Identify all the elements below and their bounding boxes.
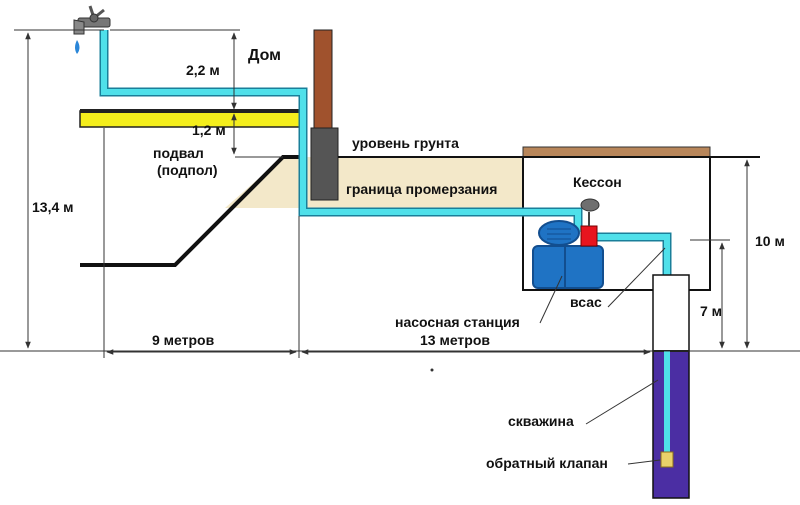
pump-station-label: насосная станция [395,314,520,330]
faucet-icon [73,5,111,54]
pump-icon [532,220,604,289]
caisson-box [522,156,711,291]
dim-2-2-label: 2,2 м [186,62,220,78]
base-marker-dot [430,368,434,372]
well-leader [585,379,659,425]
pressure-gauge-icon [580,198,600,226]
supply-pipe-fill [101,30,581,232]
basement-profile-line [80,155,305,267]
check-valve-leader [627,459,661,465]
check-valve-label: обратный клапан [486,455,608,471]
well-casing-upper [652,274,690,352]
dim-7-label: 7 м [700,303,722,319]
pump-station-leader [539,275,563,324]
check-valve-icon [660,451,674,468]
basement-label: подвал [153,145,204,161]
foundation-block [310,127,339,201]
dim-13-4-label: 13,4 м [32,199,74,215]
well-casing [652,350,690,499]
basement-label-paren: (подпол) [157,162,218,178]
caisson-roof [522,146,711,158]
house-chimney [313,29,333,131]
dim-10-label: 10 м [755,233,785,249]
caisson-label: Кессон [573,174,622,190]
suction-leader [607,247,666,308]
dist-9-label: 9 метров [152,332,215,348]
house-label: Дом [248,47,281,64]
well-label: скважина [508,413,574,429]
dist-13-label: 13 метров [420,332,490,348]
suction-label: всас [570,294,602,310]
freezing-boundary-label: граница промерзания [346,181,497,197]
dim-1-2-label: 1,2 м [192,122,226,138]
ground-level-label: уровень грунта [352,135,459,151]
pressure-switch [580,225,598,247]
